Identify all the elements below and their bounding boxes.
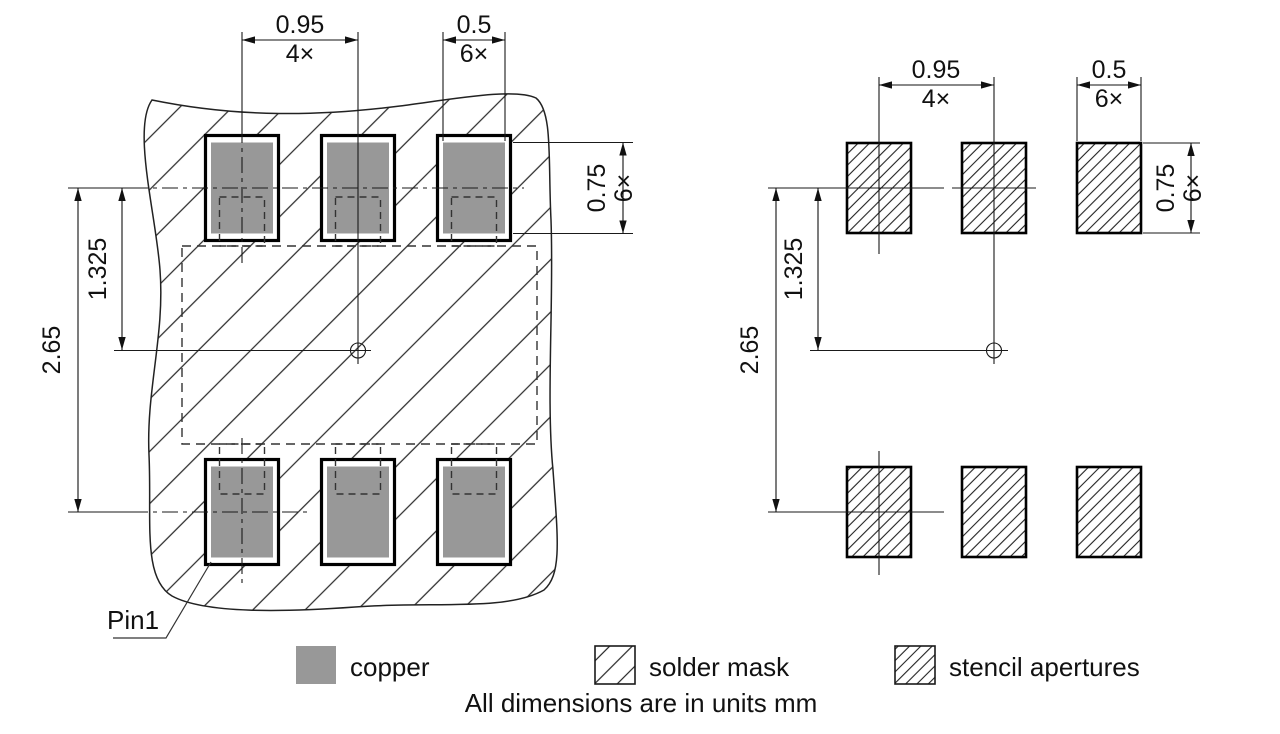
pin1-leader-line <box>113 561 212 639</box>
dim-aperture-height-value: 0.75 <box>1152 164 1180 213</box>
stencil-aperture <box>1075 141 1143 235</box>
centerlines <box>68 32 633 586</box>
pin1-label: Pin1 <box>107 605 159 635</box>
dim-pad-width-count: 6× <box>460 40 489 68</box>
units-caption: All dimensions are in units mm <box>465 688 818 718</box>
centerlines <box>768 77 1200 575</box>
stencil-aperture <box>960 465 1028 559</box>
dim-pad-height-value: 0.75 <box>583 164 611 213</box>
dim-aperture-height-count: 6× <box>1179 174 1207 203</box>
origin-crosshair <box>985 342 1003 359</box>
legend-solder-mask-swatch <box>594 645 636 685</box>
pad-5 <box>319 457 397 567</box>
component-body-outline <box>181 245 538 445</box>
dim-aperture-width-count: 6× <box>1095 85 1124 113</box>
copper-pad <box>327 466 389 558</box>
legend-stencil-label: stencil apertures <box>949 652 1140 682</box>
dim-row-spacing-value: 2.65 <box>736 326 764 375</box>
dim-row-offset-value: 1.325 <box>84 238 112 301</box>
dim-pitch-value: 0.95 <box>912 56 961 84</box>
component-outline <box>181 196 538 495</box>
copper-pad <box>443 466 505 558</box>
dim-pitch-count: 4× <box>922 85 951 113</box>
dim-pad-height-count: 6× <box>610 174 638 203</box>
stencil-aperture <box>1075 465 1143 559</box>
stencil-view: 0.95 4× 0.5 6× 1.325 2.65 0.75 6× <box>736 56 1207 575</box>
legend-copper-label: copper <box>350 652 430 682</box>
legend: copper solder mask stencil apertures All… <box>296 645 1140 718</box>
dim-row-offset-value: 1.325 <box>780 238 808 301</box>
dim-pad-width-value: 0.5 <box>457 11 492 39</box>
origin-crosshair <box>349 342 367 359</box>
pad-4 <box>435 457 513 567</box>
dim-aperture-width-value: 0.5 <box>1092 56 1127 84</box>
legend-copper-swatch <box>296 646 336 684</box>
dim-pitch-value: 0.95 <box>276 11 325 39</box>
dimension-lines <box>772 81 1195 512</box>
legend-stencil-swatch <box>894 645 936 685</box>
legend-solder-mask-label: solder mask <box>649 652 790 682</box>
dim-pitch-count: 4× <box>286 40 315 68</box>
dim-row-spacing-value: 2.65 <box>38 326 66 375</box>
land-pattern-view: 0.95 4× 0.5 6× 1.325 2.65 0.75 6× Pin1 <box>38 11 638 639</box>
dimension-lines <box>74 36 627 512</box>
